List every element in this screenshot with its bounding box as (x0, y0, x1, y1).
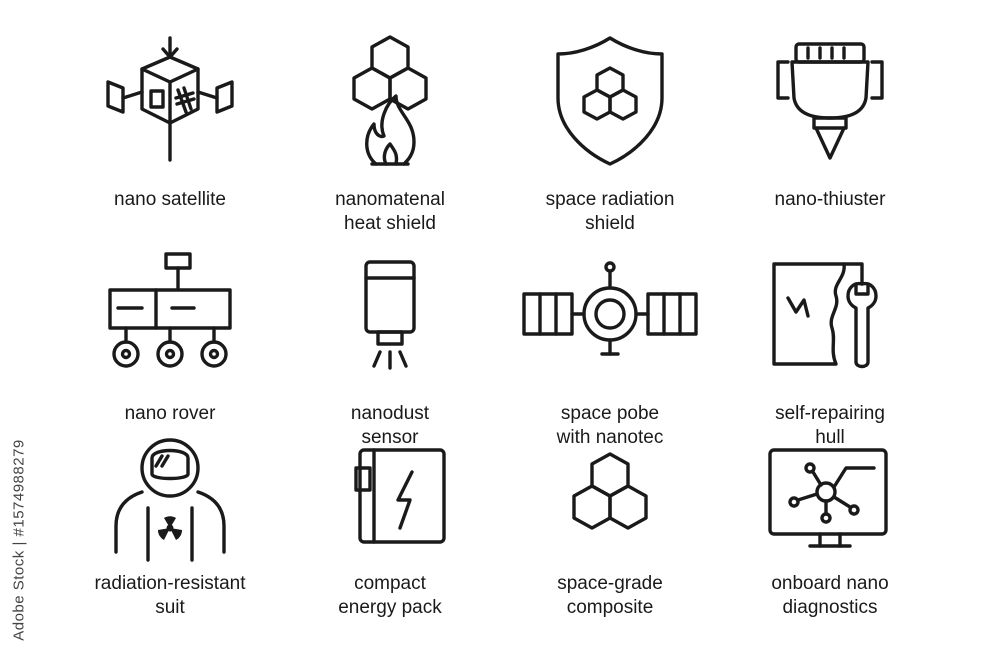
label-line-2: sensor (361, 427, 419, 448)
watermark-text: Adobe Stock | #1574988279 (10, 439, 28, 641)
label-line-2: shield (585, 213, 635, 234)
icon-label: radiation-resistant suit (50, 572, 290, 620)
icon-cell: self-repairing hull (720, 248, 940, 448)
label-line-2: with nanotec (556, 427, 664, 448)
label-line-2: hull (815, 427, 845, 448)
icon-label: space pobe with nanotec (490, 402, 730, 450)
label-line-1: nanomatenal (335, 189, 445, 210)
label-line-1: compact (354, 573, 426, 594)
composite-icon (530, 440, 690, 570)
icon-cell: nano-thiuster (720, 20, 940, 248)
dust-sensor-icon (310, 258, 470, 388)
icon-label: nano-thiuster (710, 188, 950, 212)
label-line-1: nano-thiuster (774, 189, 886, 210)
icon-cell: space pobe with nanotec (500, 248, 720, 448)
icon-label: compact energy pack (270, 572, 510, 620)
label-line-2: heat shield (344, 213, 436, 234)
icon-cell: radiation-resistant suit (60, 438, 280, 620)
icon-grid: nano satellite nanomatenal heat shield (60, 20, 940, 620)
icon-cell: nanomatenal heat shield (280, 20, 500, 248)
space-probe-icon (522, 258, 698, 388)
icon-label: self-repairing hull (710, 402, 950, 450)
icon-cell: onboard nano diagnostics (720, 440, 940, 620)
icon-label: onboard nano diagnostics (710, 572, 950, 620)
label-line-1: onboard nano (771, 573, 889, 594)
label-line-1: space pobe (560, 403, 660, 424)
stock-watermark: Adobe Stock | #1574988279 (8, 420, 30, 660)
diagnostics-monitor-icon (750, 440, 910, 570)
icon-label: nano rover (50, 402, 290, 426)
icon-cell: space radiation shield (500, 20, 720, 248)
rover-icon (90, 252, 250, 388)
label-line-2: suit (155, 597, 185, 618)
label-line-2: energy pack (338, 597, 442, 618)
hull-repair-icon (750, 258, 910, 388)
label-line-1: nano rover (124, 403, 216, 424)
label-line-1: space-grade (557, 573, 663, 594)
label-line-1: radiation-resistant (94, 573, 246, 594)
thruster-icon (750, 32, 910, 172)
nano-satellite-icon (90, 32, 250, 172)
label-line-1: nanodust (350, 403, 430, 424)
label-line-1: nano satellite (114, 189, 226, 210)
icon-cell: nano rover (60, 248, 280, 440)
label-line-1: self-repairing (775, 403, 885, 424)
icon-label: space radiation shield (490, 188, 730, 236)
icon-cell: space-grade composite (500, 440, 720, 620)
label-line-2: composite (566, 597, 654, 618)
radiation-shield-icon (530, 32, 690, 172)
icon-label: nanodust sensor (270, 402, 510, 450)
label-line-2: diagnostics (782, 597, 878, 618)
astronaut-suit-icon (90, 438, 250, 570)
energy-pack-icon (310, 440, 470, 570)
icon-cell: nano satellite (60, 20, 280, 248)
icon-label: nanomatenal heat shield (270, 188, 510, 236)
icon-cell: nanodust sensor (280, 248, 500, 448)
icon-cell: compact energy pack (280, 440, 500, 620)
icon-label: nano satellite (50, 188, 290, 212)
icon-label: space-grade composite (490, 572, 730, 620)
label-line-1: space radiation (545, 189, 675, 210)
heat-shield-icon (310, 32, 470, 172)
